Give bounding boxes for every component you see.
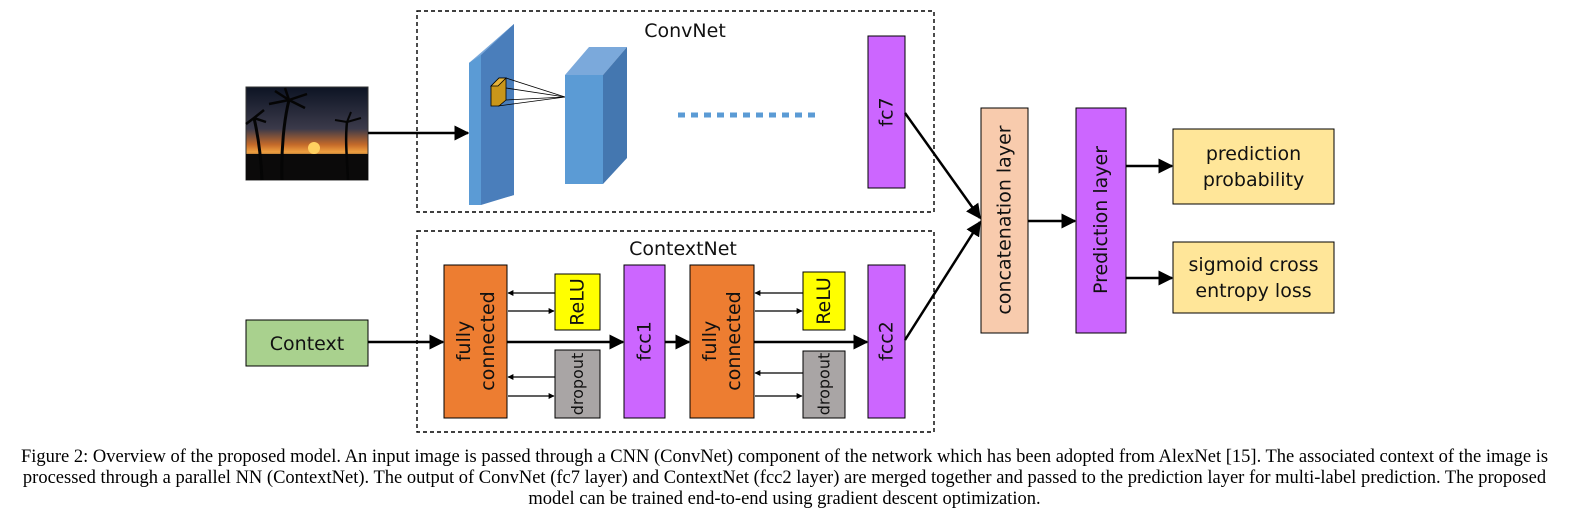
prediction-probability-line2: probability — [1203, 169, 1304, 191]
fully-connected-1-line1: fully — [453, 321, 475, 362]
sigmoid-loss-box — [1172, 241, 1335, 314]
conv-layer-2 — [565, 47, 627, 184]
fc7-label: fc7 — [876, 97, 898, 126]
dropout-1-label: dropout — [568, 353, 587, 416]
sigmoid-loss-line2: entropy loss — [1195, 280, 1311, 302]
prediction-probability-box — [1172, 128, 1335, 205]
prediction-layer-label: Prediction layer — [1090, 146, 1112, 294]
figure-caption: Figure 2: Overview of the proposed model… — [20, 447, 1549, 509]
convnet-title: ConvNet — [644, 20, 726, 42]
relu-1 — [554, 273, 601, 331]
fcc1-label: fcc1 — [634, 321, 656, 361]
fcc1-layer — [623, 264, 666, 419]
fully-connected-1-line2: connected — [477, 291, 499, 391]
prediction-probability-line1: prediction — [1206, 143, 1301, 165]
fc7-to-concat-arrow — [903, 112, 982, 220]
relu-1-label: ReLU — [567, 278, 589, 326]
fcc2-label: fcc2 — [876, 321, 898, 361]
concatenation-layer — [980, 107, 1029, 334]
input-image — [245, 86, 369, 181]
contextnet-title: ContextNet — [629, 238, 737, 260]
concatenation-layer-label: concatenation layer — [994, 125, 1016, 314]
relu-2-label: ReLU — [813, 277, 835, 325]
model-diagram: ConvNet fc7 ContextNet — [245, 10, 1335, 433]
dropout-1 — [554, 349, 601, 419]
dropout-2 — [802, 350, 846, 419]
fully-connected-1 — [443, 264, 508, 419]
convnet-group-border — [416, 10, 935, 213]
prediction-layer — [1075, 107, 1127, 334]
fc7-layer — [867, 35, 906, 189]
fcc2-layer — [867, 264, 906, 419]
fully-connected-2-line2: connected — [723, 291, 745, 391]
contextnet-group-border — [416, 230, 935, 433]
sigmoid-loss-line1: sigmoid cross — [1188, 254, 1318, 276]
relu-2 — [802, 271, 846, 331]
dropout-2-label: dropout — [815, 353, 834, 416]
fully-connected-2 — [689, 264, 755, 419]
context-label: Context — [270, 333, 344, 355]
conv-layer-1 — [469, 24, 514, 205]
conv-kernel — [490, 77, 566, 107]
fcc2-to-concat-arrow — [903, 220, 982, 341]
fully-connected-2-line1: fully — [699, 321, 721, 362]
context-input — [245, 319, 369, 367]
